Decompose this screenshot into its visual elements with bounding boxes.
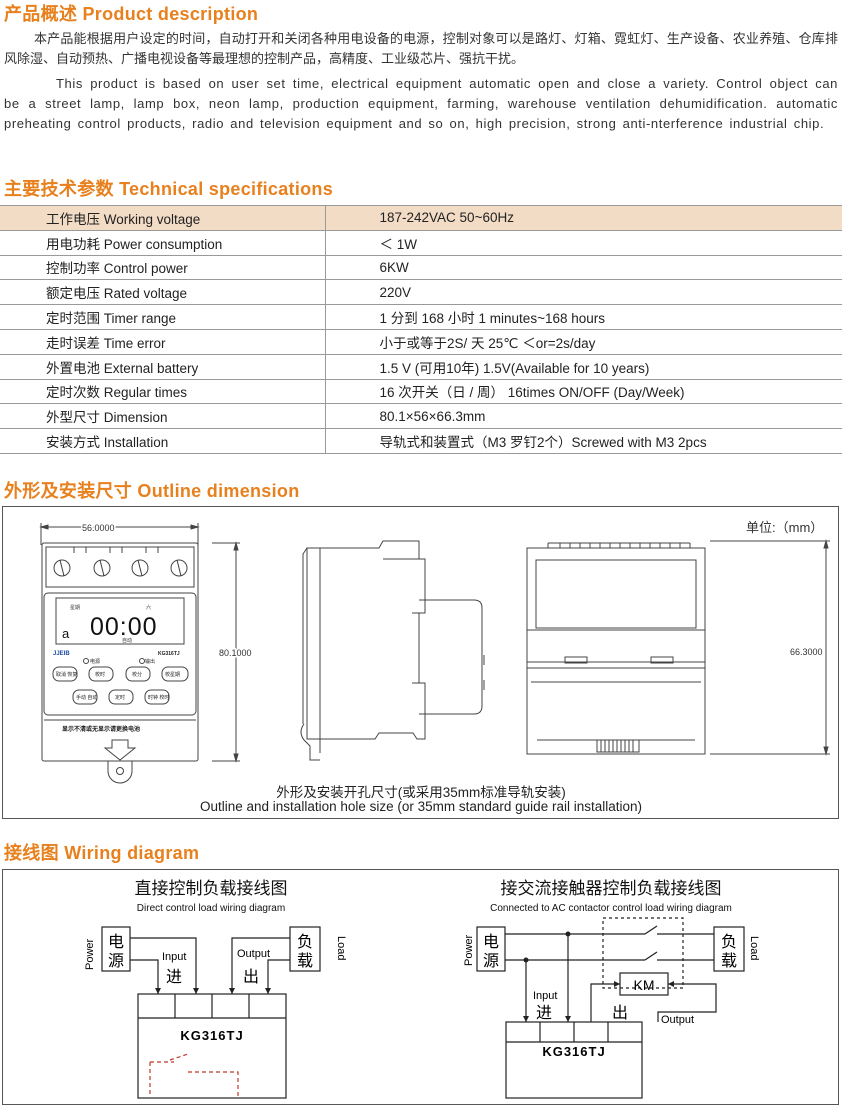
output-led-label: 输出 — [145, 658, 155, 665]
table-row: 用电功耗 Power consumption＜ 1W — [0, 230, 842, 256]
battery-warning-label: 显示不清或无显示请更换电池 — [62, 725, 140, 733]
device-model-label: KG316TJ — [158, 651, 180, 657]
right-power-char-1: 电 — [483, 933, 499, 951]
lcd-mode-digit: a — [62, 626, 70, 641]
section-heading-product-description: 产品概述 Product description — [4, 4, 259, 24]
right-diagram-title-english: Connected to AC contactor control load w… — [490, 903, 732, 914]
device-face-labels: JJEIB KG316TJ 电源 输出 取消 恢复 校时 校分 校星期 手动 自… — [53, 651, 180, 733]
spec-value: 小于或等于2S/ 天 25℃ ＜or=2s/day — [325, 329, 842, 355]
lcd-mode-label: 自动 — [122, 637, 132, 644]
spec-label: 外置电池 External battery — [0, 354, 326, 380]
spec-label: 外型尺寸 Dimension — [0, 403, 326, 430]
spec-value: 220V — [325, 279, 842, 306]
width-dimension: 56.0000 — [82, 523, 115, 533]
spec-value: 6KW — [325, 255, 842, 281]
hour-button-label: 校时 — [95, 671, 105, 678]
left-load-char-2: 载 — [297, 952, 313, 970]
right-load-label: Load — [748, 936, 760, 960]
right-power-char-2: 源 — [483, 952, 499, 970]
lcd-readout: 星期 六 a 00:00 自动 — [62, 604, 158, 644]
left-power-char-1: 电 — [108, 933, 124, 951]
left-output-label: Output — [237, 948, 270, 960]
spec-label: 工作电压 Working voltage — [0, 205, 326, 231]
spec-value: 1 分到 168 小时 1 minutes~168 hours — [325, 304, 842, 330]
right-load-char-2: 载 — [721, 952, 737, 970]
unit-label: 单位:（mm） — [746, 520, 823, 535]
contactor-label: KM — [634, 977, 655, 993]
left-power-char-2: 源 — [108, 952, 124, 970]
left-input-char: 进 — [166, 968, 182, 986]
left-diagram-title-english: Direct control load wiring diagram — [137, 903, 285, 914]
right-power-label: Power — [463, 934, 475, 966]
power-led-label: 电源 — [90, 658, 100, 665]
outline-caption-english: Outline and installation hole size (or 3… — [200, 799, 642, 814]
left-power-label: Power — [84, 938, 96, 970]
spec-label: 走时误差 Time error — [0, 329, 326, 355]
lcd-weekday-label: 星期 — [70, 605, 80, 611]
spec-label: 定时次数 Regular times — [0, 379, 326, 405]
section-heading-technical-specifications: 主要技术参数 Technical specifications — [4, 179, 334, 199]
section-heading-outline-dimension: 外形及安装尺寸 Outline dimension — [4, 481, 300, 501]
lcd-day-value: 六 — [146, 604, 151, 611]
left-load-char-1: 负 — [297, 933, 313, 951]
right-output-char: 出 — [612, 1004, 628, 1022]
brand-logo: JJEIB — [53, 651, 70, 657]
spec-value: 1.5 V (可用10年) 1.5V(Available for 10 year… — [325, 354, 842, 380]
right-load-char-1: 负 — [721, 933, 737, 951]
spec-value: 187-242VAC 50~60Hz — [325, 205, 842, 231]
depth-dimension: 66.3000 — [790, 647, 823, 657]
wiring-diagram-frame — [2, 869, 839, 1105]
description-chinese: 本产品能根据用户设定的时间，自动打开和关闭各种用电设备的电源，控制对象可以是路灯… — [4, 32, 838, 67]
description-english: This product is based on user set time, … — [4, 76, 838, 131]
outline-caption-chinese: 外形及安装开孔尺寸(或采用35mm标准导轨安装) — [276, 785, 566, 800]
spec-value: 80.1×56×66.3mm — [325, 403, 842, 430]
manual-button-label: 手动 自动 — [76, 694, 97, 701]
left-device-model: KG316TJ — [180, 1028, 243, 1043]
section-heading-wiring-diagram: 接线图 Wiring diagram — [4, 843, 200, 863]
spec-label: 用电功耗 Power consumption — [0, 230, 326, 256]
week-button-label: 校星期 — [165, 671, 180, 678]
right-input-label: Input — [533, 990, 557, 1002]
left-output-char: 出 — [243, 968, 259, 986]
right-diagram-title-chinese: 接交流接触器控制负载接线图 — [501, 879, 722, 898]
right-output-label: Output — [661, 1014, 694, 1026]
spec-value: 16 次开关（日 / 周） 16times ON/OFF (Day/Week) — [325, 379, 842, 405]
left-load-label: Load — [335, 936, 347, 960]
spec-value: ＜ 1W — [325, 230, 842, 256]
spec-label: 定时范围 Timer range — [0, 304, 326, 330]
left-input-label: Input — [162, 951, 186, 963]
spec-label: 安装方式 Installation — [0, 428, 326, 454]
height-dimension: 80.1000 — [219, 648, 252, 658]
spec-label: 控制功率 Control power — [0, 255, 326, 281]
outline-drawing-frame — [2, 506, 839, 819]
clock-button-label: 时钟 校时 — [148, 694, 169, 701]
lcd-time: 00:00 — [90, 613, 158, 641]
timer-button-label: 定时 — [115, 694, 125, 701]
spec-label: 额定电压 Rated voltage — [0, 279, 326, 306]
cancel-button-label: 取消 恢复 — [56, 671, 77, 678]
right-input-char: 进 — [536, 1004, 552, 1022]
right-device-model: KG316TJ — [542, 1044, 605, 1059]
left-diagram-title-chinese: 直接控制负载接线图 — [135, 879, 288, 898]
spec-value: 导轨式和装置式（M3 罗钉2个）Screwed with M3 2pcs — [325, 428, 842, 454]
minute-button-label: 校分 — [132, 671, 142, 678]
